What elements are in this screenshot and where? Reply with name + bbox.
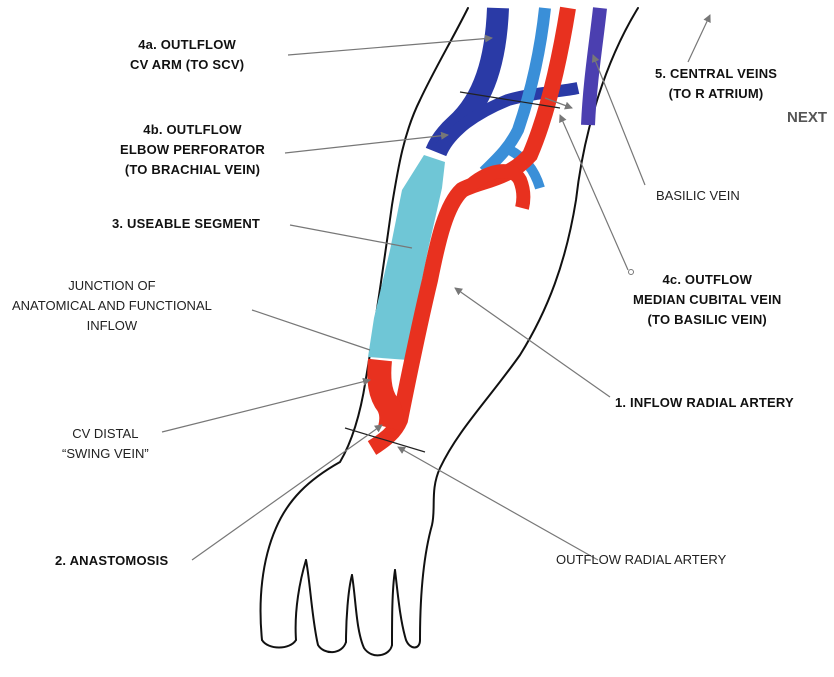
label-outflow-4b: 4b. OUTLFLOW ELBOW PERFORATOR (TO BRACHI… [120, 120, 265, 180]
label-outflow-radial-artery: OUTFLOW RADIAL ARTERY [556, 550, 726, 570]
label-useable-segment: 3. USEABLE SEGMENT [112, 214, 260, 234]
label-anastomosis: 2. ANASTOMOSIS [55, 551, 168, 571]
radial-artery-branch [468, 171, 523, 208]
vessels [368, 8, 600, 448]
label-outflow-4a: 4a. OUTLFLOW CV ARM (TO SCV) [130, 35, 244, 75]
outflow-cv-arm-vein [436, 8, 498, 152]
label-central-veins: 5. CENTRAL VEINS (TO R ATRIUM) [655, 64, 777, 104]
label-inflow-radial-artery: 1. INFLOW RADIAL ARTERY [615, 393, 794, 413]
label-basilic-vein: BASILIC VEIN [656, 186, 740, 206]
next-button[interactable]: NEXT [787, 108, 827, 128]
label-outflow-4c: 4c. OUTFLOW MEDIAN CUBITAL VEIN (TO BASI… [633, 270, 782, 330]
swing-vein-segment [379, 360, 391, 428]
label-junction: JUNCTION OF ANATOMICAL AND FUNCTIONAL IN… [12, 276, 212, 336]
label-swing-vein: CV DISTAL “SWING VEIN” [62, 424, 149, 464]
